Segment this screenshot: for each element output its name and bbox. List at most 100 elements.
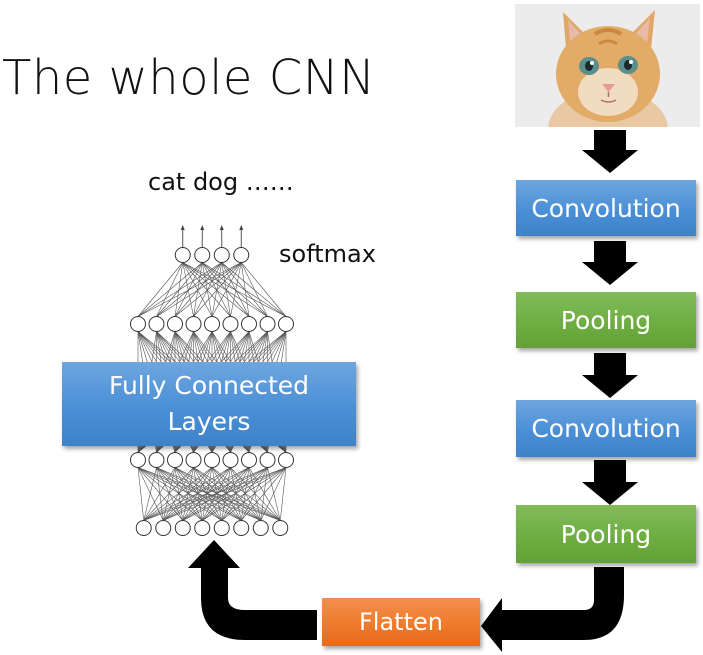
connection-line <box>211 467 281 521</box>
connection-line <box>241 467 287 521</box>
connection-line <box>260 467 287 521</box>
convolution-box-1: Convolution <box>516 180 696 236</box>
neuron-node <box>174 520 191 536</box>
connection-line <box>143 467 176 521</box>
neuron-node <box>148 452 165 468</box>
connection-line <box>174 262 184 317</box>
connection-line <box>230 467 281 521</box>
connection-line <box>221 467 287 521</box>
neuron-node <box>278 316 294 332</box>
neuron-node <box>233 247 250 263</box>
connection-line <box>221 262 287 317</box>
curved-arrow-to-network-icon <box>188 540 317 640</box>
neuron-node <box>148 316 165 332</box>
down-arrow-icon <box>582 241 638 285</box>
connection-line <box>143 467 157 521</box>
connection-line <box>182 262 213 317</box>
neuron-node <box>130 452 146 468</box>
neuron-node <box>222 316 239 332</box>
neuron-node <box>241 452 257 468</box>
arrow-head-icon <box>239 225 244 230</box>
connection-line <box>182 262 194 317</box>
connection-line <box>143 467 250 521</box>
slide-title: The whole CNN <box>2 50 376 106</box>
connection-line <box>211 467 261 521</box>
connection-line <box>240 262 268 317</box>
connection-line <box>174 262 203 317</box>
connection-line <box>240 262 250 317</box>
down-arrow-icon <box>582 353 638 398</box>
connection-line <box>201 262 213 317</box>
connection-line <box>221 262 268 317</box>
connection-line <box>174 467 184 521</box>
connection-line <box>174 262 242 317</box>
connection-line <box>156 262 242 317</box>
arrow-head-icon <box>219 225 224 230</box>
connection-line <box>137 467 183 521</box>
flatten-box: Flatten <box>322 598 480 646</box>
connection-line <box>193 467 242 521</box>
connection-line <box>174 467 261 521</box>
connection-line <box>202 467 287 521</box>
pooling-box-1: Pooling <box>516 292 696 348</box>
neuron-node <box>241 316 257 332</box>
connection-line <box>248 467 262 521</box>
connection-line <box>230 262 242 317</box>
neuron-node <box>278 452 294 468</box>
connection-line <box>174 467 281 521</box>
neuron-node <box>259 452 276 468</box>
connection-line <box>137 262 222 317</box>
connection-line <box>174 467 242 521</box>
connection-line <box>248 467 281 521</box>
connection-line <box>193 262 223 317</box>
neuron-node <box>252 520 269 536</box>
connection-line <box>182 262 268 317</box>
connection-line <box>137 467 203 521</box>
convolution-box-2: Convolution <box>516 400 696 457</box>
connection-line <box>230 467 262 521</box>
output-class-labels: cat dog …… <box>148 168 294 196</box>
softmax-label: softmax <box>279 240 376 268</box>
connection-line <box>221 262 250 317</box>
connection-line <box>193 262 242 317</box>
connection-line <box>230 467 242 521</box>
connection-line <box>201 467 231 521</box>
connection-line <box>143 467 194 521</box>
neuron-node <box>167 316 183 332</box>
neuron-node <box>185 316 202 332</box>
neuron-node <box>167 452 183 468</box>
neuron-node <box>204 316 220 332</box>
connection-line <box>211 262 223 317</box>
neuron-node <box>204 452 220 468</box>
neuron-node <box>259 316 276 332</box>
connection-line <box>211 467 242 521</box>
connection-line <box>241 262 287 317</box>
connection-line <box>182 262 231 317</box>
connection-line <box>211 467 223 521</box>
connection-line <box>202 262 268 317</box>
connection-line <box>143 467 268 521</box>
neuron-node <box>213 247 230 263</box>
connection-line <box>193 467 281 521</box>
connection-line <box>156 467 261 521</box>
connection-line <box>279 467 287 521</box>
neuron-node <box>233 520 250 536</box>
arrow-head-icon <box>200 225 205 230</box>
connection-line <box>137 262 242 317</box>
connection-line <box>193 467 261 521</box>
connection-line <box>156 467 222 521</box>
connection-line <box>137 467 242 521</box>
connection-line <box>221 467 231 521</box>
curved-arrow-to-flatten-icon <box>481 567 624 652</box>
neuron-node <box>174 247 191 263</box>
connection-line <box>182 262 287 317</box>
fc-box-line2: Layers <box>167 407 251 436</box>
connection-line <box>240 467 250 521</box>
connection-line <box>156 467 242 521</box>
connection-line <box>137 467 164 521</box>
neuron-node <box>135 520 152 536</box>
connection-line <box>193 262 203 317</box>
cat-illustration <box>515 4 700 127</box>
